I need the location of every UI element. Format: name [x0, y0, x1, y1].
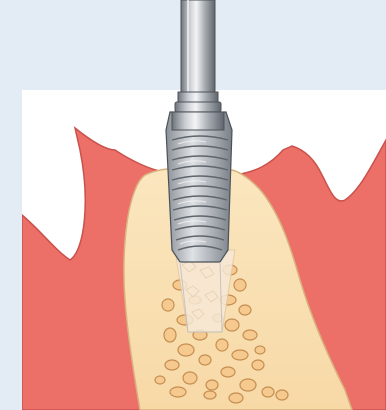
driver-shaft-icon — [175, 0, 221, 112]
